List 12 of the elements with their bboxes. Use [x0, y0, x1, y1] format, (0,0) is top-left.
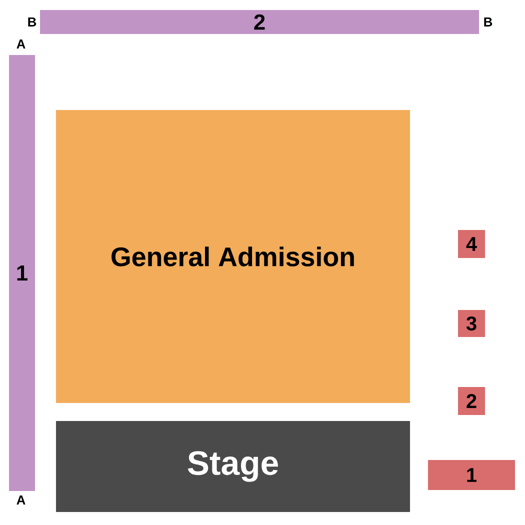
- section-bar: 1: [9, 55, 35, 491]
- row-letter: B: [28, 18, 36, 26]
- section-box: 3: [458, 310, 485, 337]
- stage-area: Stage: [56, 421, 410, 512]
- section-bar: 2: [40, 10, 480, 34]
- section-box: 4: [458, 230, 485, 258]
- row-letter: A: [16, 496, 26, 504]
- row-letter: A: [16, 40, 26, 48]
- section-box: 2: [458, 387, 485, 415]
- row-letter: B: [484, 18, 492, 26]
- section-box: 1: [428, 460, 515, 490]
- floor-area: General Admission: [56, 110, 410, 403]
